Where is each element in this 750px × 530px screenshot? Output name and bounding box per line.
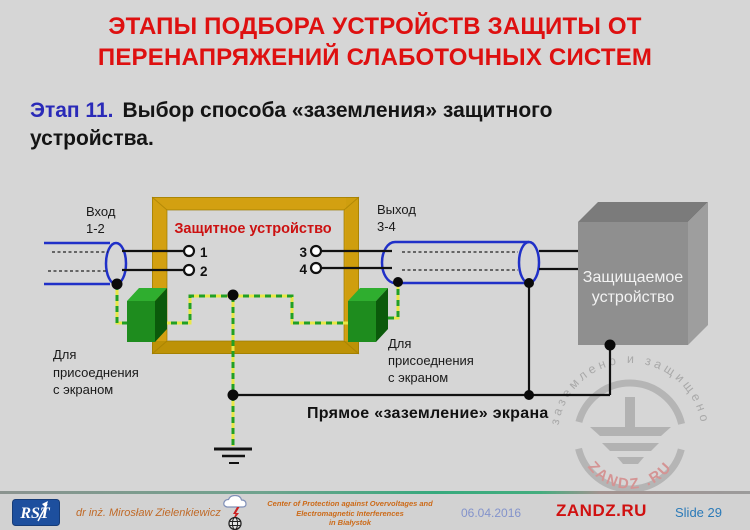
watermark-ring xyxy=(573,379,687,493)
terminals xyxy=(182,244,323,277)
input-pins-label: 1-2 xyxy=(86,221,105,236)
rst-logo: RST xyxy=(12,499,60,526)
shield-connector-left xyxy=(127,288,167,342)
footer-center-line2: Electromagnetic Interferences xyxy=(296,508,404,518)
title-line-2: ПЕРЕНАПРЯЖЕНИЙ СЛАБОТОЧНЫХ СИСТЕМ xyxy=(97,44,653,71)
footer-date: 06.04.2016 xyxy=(461,506,522,520)
terminal-label-1: 1 xyxy=(200,245,208,260)
protective-device-title: Защитное устройство xyxy=(174,221,331,237)
output-cable xyxy=(380,240,541,285)
footer-author: dr inż. Mirosław Zielenkiewicz xyxy=(76,507,221,519)
footer-center-text: Center of Protection against Overvoltage… xyxy=(256,499,444,528)
zandz-watermark: заземлено и защищено ZANDZ .RU xyxy=(548,352,709,493)
watermark-ground-icon xyxy=(590,397,671,464)
input-cable-conductors xyxy=(48,251,108,272)
input-label: Вход xyxy=(86,204,116,219)
frame-bevels xyxy=(151,196,360,355)
ground-caption: Прямое «заземление» экрана xyxy=(307,405,549,422)
cloud-lightning-globe-icon xyxy=(223,495,247,530)
protected-device-label-2: устройство xyxy=(592,289,675,306)
terminal-label-4: 4 xyxy=(299,262,307,277)
terminal-circle-2 xyxy=(182,263,196,277)
ground-wires xyxy=(233,283,612,397)
output-cable-conductors xyxy=(402,251,518,271)
terminal-circle-3 xyxy=(309,244,323,258)
output-pins-label: 3-4 xyxy=(377,219,396,234)
protected-device-label-1: Защищаемое xyxy=(583,269,684,286)
terminal-circle-4 xyxy=(309,261,323,275)
shield-note-right: Для присоеднения с экраном xyxy=(388,336,474,385)
step-text: Выбор способа «заземления» защитного уст… xyxy=(30,99,553,150)
title-line-1: ЭТАПЫ ПОДБОРА УСТРОЙСТВ ЗАЩИТЫ ОТ xyxy=(108,13,642,40)
shield-connector-right xyxy=(348,288,388,342)
shield-note-right-line3: с экраном xyxy=(388,370,448,385)
footer-divider xyxy=(0,491,750,494)
output-label: Выход xyxy=(377,202,416,217)
terminal-label-2: 2 xyxy=(200,264,208,279)
footer-brand: ZANDZ.RU xyxy=(556,501,647,520)
footer-slide-number: Slide 29 xyxy=(675,505,722,520)
protected-device-box: Защищаемое устройство xyxy=(578,202,708,345)
input-cable xyxy=(44,241,128,286)
footer-center-line1: Center of Protection against Overvoltage… xyxy=(267,499,433,508)
shield-note-left-line2: присоеднения xyxy=(53,365,139,380)
terminal-label-3: 3 xyxy=(299,245,307,260)
footer: RST dr inż. Mirosław Zielenkiewicz Cente… xyxy=(0,491,750,530)
earth-symbol xyxy=(214,447,252,464)
terminal-circle-1 xyxy=(182,244,196,258)
slide-title: ЭТАПЫ ПОДБОРА УСТРОЙСТВ ЗАЩИТЫ ОТ ПЕРЕНА… xyxy=(0,11,750,73)
step-heading: Этап 11.Выбор способа «заземления» защит… xyxy=(30,97,635,153)
shield-note-right-line1: Для xyxy=(388,336,411,351)
wiring-diagram: заземлено и защищено ZANDZ .RU Защитное … xyxy=(44,196,709,493)
shield-note-left-line1: Для xyxy=(53,347,76,362)
shield-note-left-line3: с экраном xyxy=(53,382,113,397)
rst-logo-text: RST xyxy=(19,505,51,522)
shield-note-left: Для присоеднения с экраном xyxy=(53,347,139,397)
signal-wires xyxy=(122,249,578,272)
footer-center-line3: in Białystok xyxy=(328,518,372,527)
junction-dots xyxy=(111,277,616,401)
shield-note-right-line2: присоеднения xyxy=(388,353,474,368)
step-label: Этап 11. xyxy=(30,99,114,122)
